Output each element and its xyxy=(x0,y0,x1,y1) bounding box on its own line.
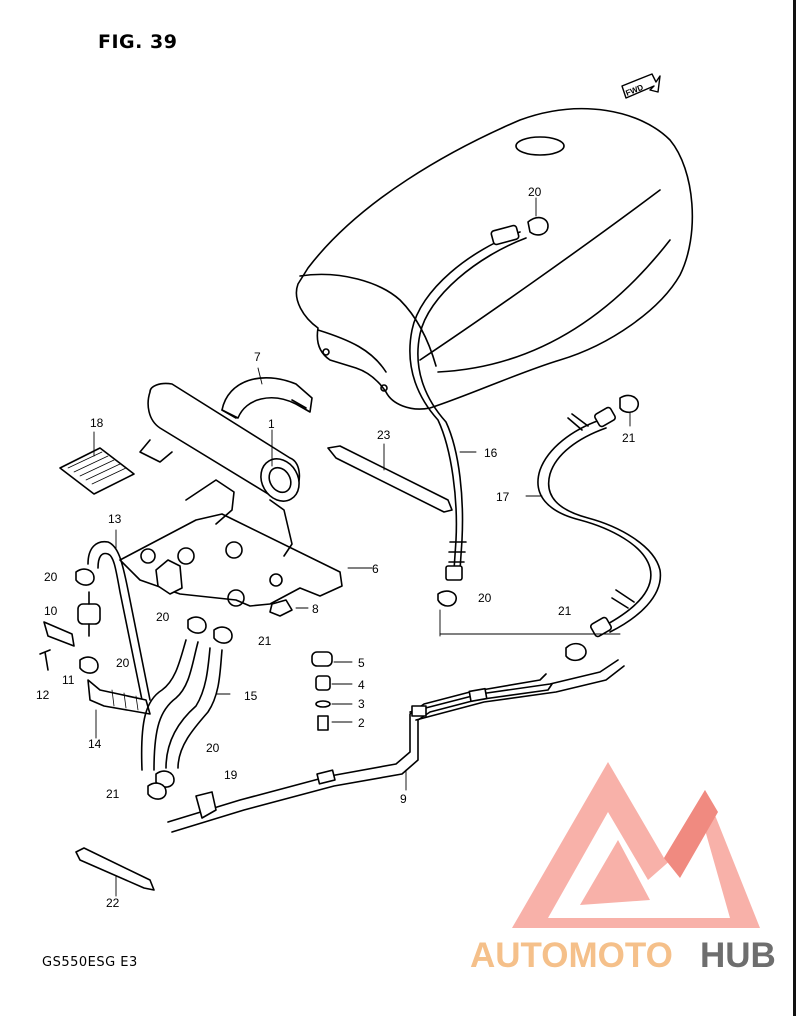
clamp-icon xyxy=(565,642,587,662)
callout-16: 16 xyxy=(484,446,498,460)
hose-13 xyxy=(87,540,151,701)
canister-1 xyxy=(139,382,301,502)
watermark-text-automoto: AUTOMOTO xyxy=(470,936,673,975)
model-code: GS550ESG E3 xyxy=(42,955,138,970)
callout-19: 19 xyxy=(224,768,238,782)
watermark-logo xyxy=(512,762,760,928)
callout-7: 7 xyxy=(254,350,261,364)
nut-8 xyxy=(269,599,293,617)
fuel-filter-10 xyxy=(77,591,101,637)
clip-19 xyxy=(195,791,217,819)
cable-tie-22 xyxy=(75,847,155,891)
fuel-tank xyxy=(295,107,694,410)
callout-13: 13 xyxy=(108,512,122,526)
callout-20-d: 20 xyxy=(206,741,220,755)
clamp-icon xyxy=(187,616,207,634)
fwd-arrow-icon: FWD xyxy=(621,73,661,99)
clamp-icon xyxy=(75,568,95,586)
clamp-icon xyxy=(527,216,549,236)
bracket-11 xyxy=(43,621,75,647)
pipe-9 xyxy=(167,659,625,833)
page-edge-rule xyxy=(793,0,796,1016)
callout-21-a: 21 xyxy=(258,634,272,648)
callout-12: 12 xyxy=(36,688,50,702)
callout-20-c: 20 xyxy=(156,610,170,624)
callout-20-b: 20 xyxy=(116,656,130,670)
clamp-icon xyxy=(619,394,640,414)
callout-5: 5 xyxy=(358,656,365,670)
callout-11: 11 xyxy=(62,673,75,687)
watermark-text-hub: HUB xyxy=(700,936,776,975)
leader-lines xyxy=(93,197,631,897)
callout-23: 23 xyxy=(377,428,391,442)
pad-18 xyxy=(59,447,135,495)
hose-14 xyxy=(87,679,151,715)
bolt-12 xyxy=(39,649,51,671)
callout-3: 3 xyxy=(358,697,365,711)
callout-1: 1 xyxy=(268,417,275,431)
callout-10: 10 xyxy=(44,604,58,618)
callout-15: 15 xyxy=(244,689,258,703)
watermark-text: AUTOMOTO HUB xyxy=(470,936,776,975)
callout-2: 2 xyxy=(358,716,365,730)
callout-20-a: 20 xyxy=(44,570,58,584)
clamp-icon xyxy=(437,590,457,607)
figure-title: FIG. 39 xyxy=(98,31,178,53)
callout-18: 18 xyxy=(90,416,104,430)
strap-7 xyxy=(221,377,313,419)
callout-17: 17 xyxy=(496,490,510,504)
hose-17 xyxy=(537,406,662,638)
clamp-icon xyxy=(147,782,167,800)
callout-numbers: 18 7 1 23 16 17 20 21 6 8 5 4 3 2 9 13 2… xyxy=(36,185,636,910)
callout-8: 8 xyxy=(312,602,319,616)
clamp-icon xyxy=(79,656,99,674)
callout-20-e: 20 xyxy=(478,591,492,605)
callout-6: 6 xyxy=(372,562,379,576)
cable-tie-23 xyxy=(327,445,453,513)
callout-22: 22 xyxy=(106,896,120,910)
callout-9: 9 xyxy=(400,792,407,806)
damper-stack xyxy=(311,651,333,731)
callout-21-hose: 21 xyxy=(622,431,636,445)
callout-20-tank: 20 xyxy=(528,185,542,199)
callout-4: 4 xyxy=(358,678,365,692)
callout-21-c: 21 xyxy=(558,604,572,618)
hose-16 xyxy=(409,224,527,581)
callout-14: 14 xyxy=(88,737,102,751)
hose-15 xyxy=(140,639,223,771)
callout-21-b: 21 xyxy=(106,787,120,801)
clamp-icon xyxy=(213,626,233,644)
bracket-6 xyxy=(119,479,343,607)
